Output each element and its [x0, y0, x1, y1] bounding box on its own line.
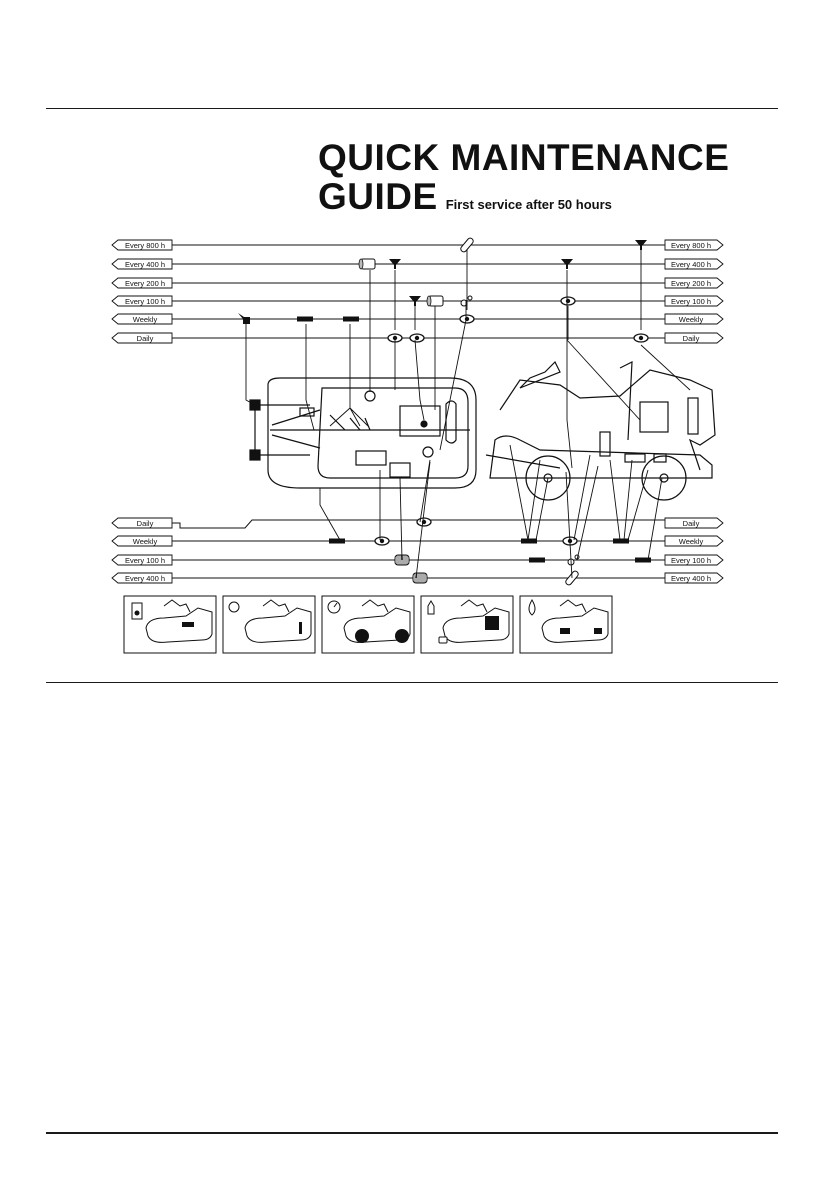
coolant-drop-icon [529, 0, 608, 642]
interval-label-text: Weekly [679, 537, 704, 546]
grease-gun-icon [297, 317, 318, 322]
interval-tag-top-left: Every 200 h [112, 278, 172, 288]
interval-labels: Every 800 h Every 800 h Every 400 h Every 4… [112, 240, 723, 583]
interval-label-text: Daily [683, 519, 700, 528]
interval-tag-bottom-left: Every 100 h [112, 555, 172, 565]
coolant-drop-panel [520, 0, 612, 653]
grease-gun-icon [521, 539, 542, 544]
middle-rule [46, 682, 778, 683]
inspect-eye-icon [561, 297, 575, 305]
interval-tag-top-right: Daily [665, 333, 723, 343]
interval-label-text: Every 800 h [125, 241, 165, 250]
interval-label-text: Weekly [679, 315, 704, 324]
interval-tag-bottom-left: Weekly [112, 536, 172, 546]
interval-tag-top-right: Every 200 h [665, 278, 723, 288]
interval-label-text: Daily [137, 334, 154, 343]
inspect-eye-icon [417, 518, 431, 526]
maintenance-diagram: Every 800 h Every 800 h Every 400 h Every 4… [0, 0, 840, 700]
interval-tag-top-left: Every 800 h [112, 240, 172, 250]
service-symbols [238, 237, 656, 586]
interval-tag-top-right: Every 800 h [665, 240, 723, 250]
interval-tag-top-left: Every 100 h [112, 296, 172, 306]
interval-tag-top-left: Weekly [112, 314, 172, 324]
interval-label-text: Every 200 h [125, 279, 165, 288]
interval-label-text: Every 400 h [671, 260, 711, 269]
bottom-rule [46, 1132, 778, 1134]
inspect-eye-icon [634, 334, 648, 342]
grease-gun-icon [635, 558, 656, 563]
interval-tag-top-left: Daily [112, 333, 172, 343]
interval-tag-bottom-right: Every 400 h [665, 573, 723, 583]
interval-lines [172, 245, 665, 578]
interval-tag-bottom-left: Every 400 h [112, 573, 172, 583]
interval-label-text: Every 100 h [125, 297, 165, 306]
air-filter-icon [413, 573, 427, 583]
interval-label-text: Daily [137, 519, 154, 528]
interval-label-text: Every 400 h [671, 574, 711, 583]
interval-label-text: Every 100 h [671, 297, 711, 306]
interval-tag-top-left: Every 400 h [112, 259, 172, 269]
interval-label-text: Weekly [133, 537, 158, 546]
grease-gun-icon [613, 539, 634, 544]
filter-cartridge-icon [359, 259, 375, 269]
interval-label-text: Every 100 h [125, 556, 165, 565]
check-panels [124, 0, 612, 653]
interval-tag-bottom-right: Daily [665, 518, 723, 528]
interval-label-text: Weekly [133, 315, 158, 324]
mower-top-view [250, 378, 476, 488]
inspect-eye-icon [375, 537, 389, 545]
grease-gun-icon [343, 317, 364, 322]
interval-tag-bottom-left: Daily [112, 518, 172, 528]
grease-gun-icon [529, 558, 550, 563]
interval-label-text: Daily [683, 334, 700, 343]
interval-tag-bottom-right: Weekly [665, 536, 723, 546]
interval-tag-top-right: Every 100 h [665, 296, 723, 306]
filter-cartridge-icon [427, 296, 443, 306]
inspect-eye-icon [410, 334, 424, 342]
inspect-eye-icon [460, 315, 474, 323]
mower-side-view [486, 362, 715, 500]
battery-check-panel [223, 0, 315, 653]
interval-label-text: Every 400 h [125, 574, 165, 583]
interval-tag-top-right: Every 400 h [665, 259, 723, 269]
tire-pressure-icon [328, 0, 410, 643]
interval-tag-top-right: Weekly [665, 314, 723, 324]
interval-label-text: Every 200 h [671, 279, 711, 288]
interval-tag-bottom-right: Every 100 h [665, 555, 723, 565]
interval-label-text: Every 100 h [671, 556, 711, 565]
interval-label-text: Every 800 h [671, 241, 711, 250]
interval-label-text: Every 400 h [125, 260, 165, 269]
